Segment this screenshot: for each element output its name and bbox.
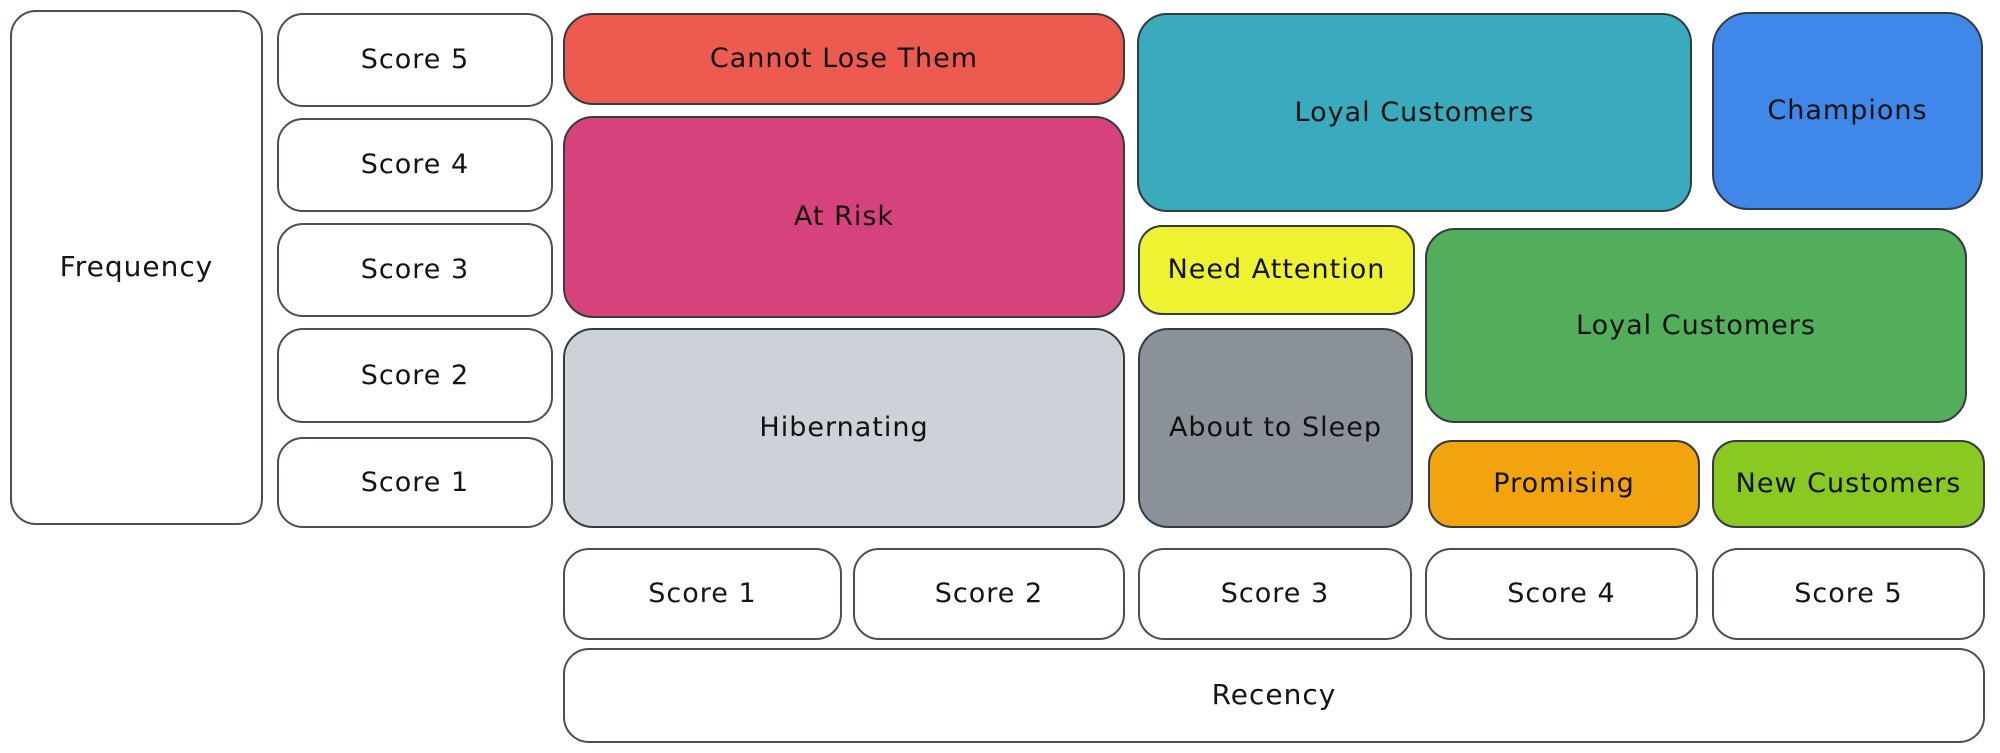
segment-champions-label: Champions	[1767, 95, 1928, 127]
segment-new-customers: New Customers	[1712, 440, 1985, 528]
segment-loyal-customers-top: Loyal Customers	[1137, 13, 1692, 212]
segment-at-risk: At Risk	[563, 116, 1125, 318]
segment-hibernating: Hibernating	[563, 328, 1125, 528]
recency-score-1: Score 1	[563, 548, 842, 640]
frequency-score-1: Score 1	[277, 437, 553, 528]
recency-score-5-label: Score 5	[1794, 578, 1903, 610]
frequency-score-2: Score 2	[277, 328, 553, 423]
recency-score-1-label: Score 1	[648, 578, 757, 610]
segment-about-to-sleep-label: About to Sleep	[1168, 412, 1383, 444]
recency-axis-box: Recency	[563, 648, 1985, 743]
segment-new-customers-label: New Customers	[1735, 468, 1962, 500]
recency-score-4: Score 4	[1425, 548, 1698, 640]
segment-about-to-sleep: About to Sleep	[1138, 328, 1413, 528]
recency-score-2: Score 2	[853, 548, 1125, 640]
segment-loyal-customers-right: Loyal Customers	[1425, 228, 1967, 423]
segment-need-attention-label: Need Attention	[1167, 254, 1386, 286]
recency-score-3-label: Score 3	[1220, 578, 1330, 610]
recency-score-5: Score 5	[1712, 548, 1985, 640]
recency-score-2-label: Score 2	[934, 578, 1044, 610]
segment-loyal-customers-right-label: Loyal Customers	[1576, 309, 1816, 341]
segment-champions: Champions	[1712, 12, 1983, 210]
segment-cannot-lose-them-label: Cannot Lose Them	[709, 43, 979, 75]
segment-promising: Promising	[1428, 440, 1700, 528]
frequency-score-3: Score 3	[277, 223, 553, 317]
segment-at-risk-label: At Risk	[793, 201, 895, 233]
frequency-score-2-label: Score 2	[360, 359, 470, 391]
recency-score-4-label: Score 4	[1507, 578, 1616, 610]
frequency-score-1-label: Score 1	[360, 466, 470, 498]
frequency-score-5: Score 5	[277, 13, 553, 107]
frequency-axis-box: Frequency	[10, 10, 263, 525]
segment-hibernating-label: Hibernating	[759, 412, 929, 444]
frequency-score-4-label: Score 4	[360, 149, 470, 181]
frequency-score-3-label: Score 3	[360, 254, 470, 286]
recency-axis-label: Recency	[1211, 678, 1337, 712]
segment-promising-label: Promising	[1493, 468, 1635, 500]
segment-cannot-lose-them: Cannot Lose Them	[563, 13, 1125, 105]
frequency-score-4: Score 4	[277, 118, 553, 212]
segment-need-attention: Need Attention	[1138, 225, 1415, 315]
segment-loyal-customers-top-label: Loyal Customers	[1294, 96, 1535, 128]
recency-score-3: Score 3	[1138, 548, 1412, 640]
frequency-score-5-label: Score 5	[360, 44, 470, 76]
frequency-axis-label: Frequency	[59, 250, 214, 284]
